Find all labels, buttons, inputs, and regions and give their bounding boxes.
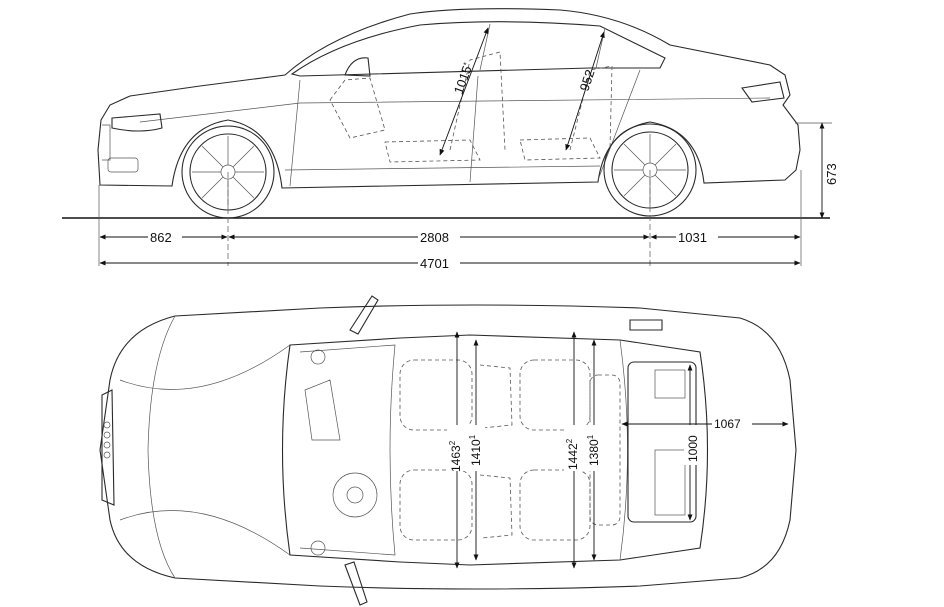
- wheelbase-label: 2808: [420, 230, 449, 245]
- svg-text:1015*: 1015*: [451, 61, 476, 96]
- top-view: 14632 14101 14422 13801 1000 1067: [99, 295, 797, 606]
- front-door-left-open: [349, 295, 379, 335]
- shoulder-rear-b-note: 1: [586, 434, 595, 439]
- svg-text:13801: 13801: [586, 434, 601, 466]
- top-cabin-outline: [281, 334, 709, 566]
- headroom-rear-label: 952: [577, 68, 598, 93]
- side-body-outline: [97, 8, 801, 189]
- shoulder-front-a-note: 2: [448, 440, 457, 445]
- headroom-front-label: 1015: [451, 64, 475, 96]
- front-door-right-open: [344, 561, 368, 606]
- shoulder-rear-a-label: 1442: [566, 443, 580, 470]
- overall-length-label: 4701: [420, 256, 449, 271]
- shoulder-rear-a-note: 2: [565, 438, 574, 443]
- shoulder-front-b-label: 1410: [469, 439, 483, 466]
- side-view: 1015* 952 673 862 2808 1031 4701: [62, 8, 839, 271]
- svg-text:14101: 14101: [468, 434, 483, 466]
- front-overhang-label: 862: [150, 230, 172, 245]
- headroom-rear-arrow: [565, 31, 605, 151]
- headroom-front-mark: *: [462, 61, 472, 67]
- trunk-length-label: 1067: [714, 417, 741, 431]
- height-label: 673: [824, 163, 839, 185]
- shoulder-rear-b-label: 1380: [587, 439, 601, 466]
- top-body-outline: [99, 304, 797, 590]
- shoulder-front-b-note: 1: [468, 434, 477, 439]
- svg-text:14422: 14422: [565, 438, 580, 470]
- side-window-line: [290, 21, 666, 77]
- headroom-front-arrow: [439, 27, 489, 156]
- rear-overhang-label: 1031: [678, 230, 707, 245]
- svg-text:14632: 14632: [448, 440, 463, 472]
- trunk-width-label: 1000: [686, 435, 700, 462]
- shoulder-front-a-label: 1463: [449, 445, 463, 472]
